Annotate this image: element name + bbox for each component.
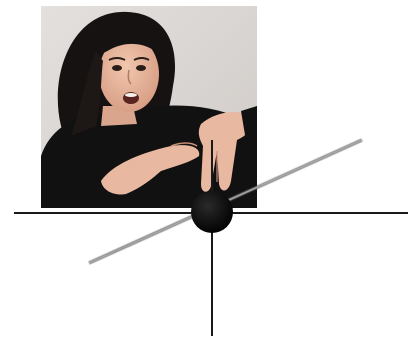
origin-dot-icon (191, 191, 233, 233)
